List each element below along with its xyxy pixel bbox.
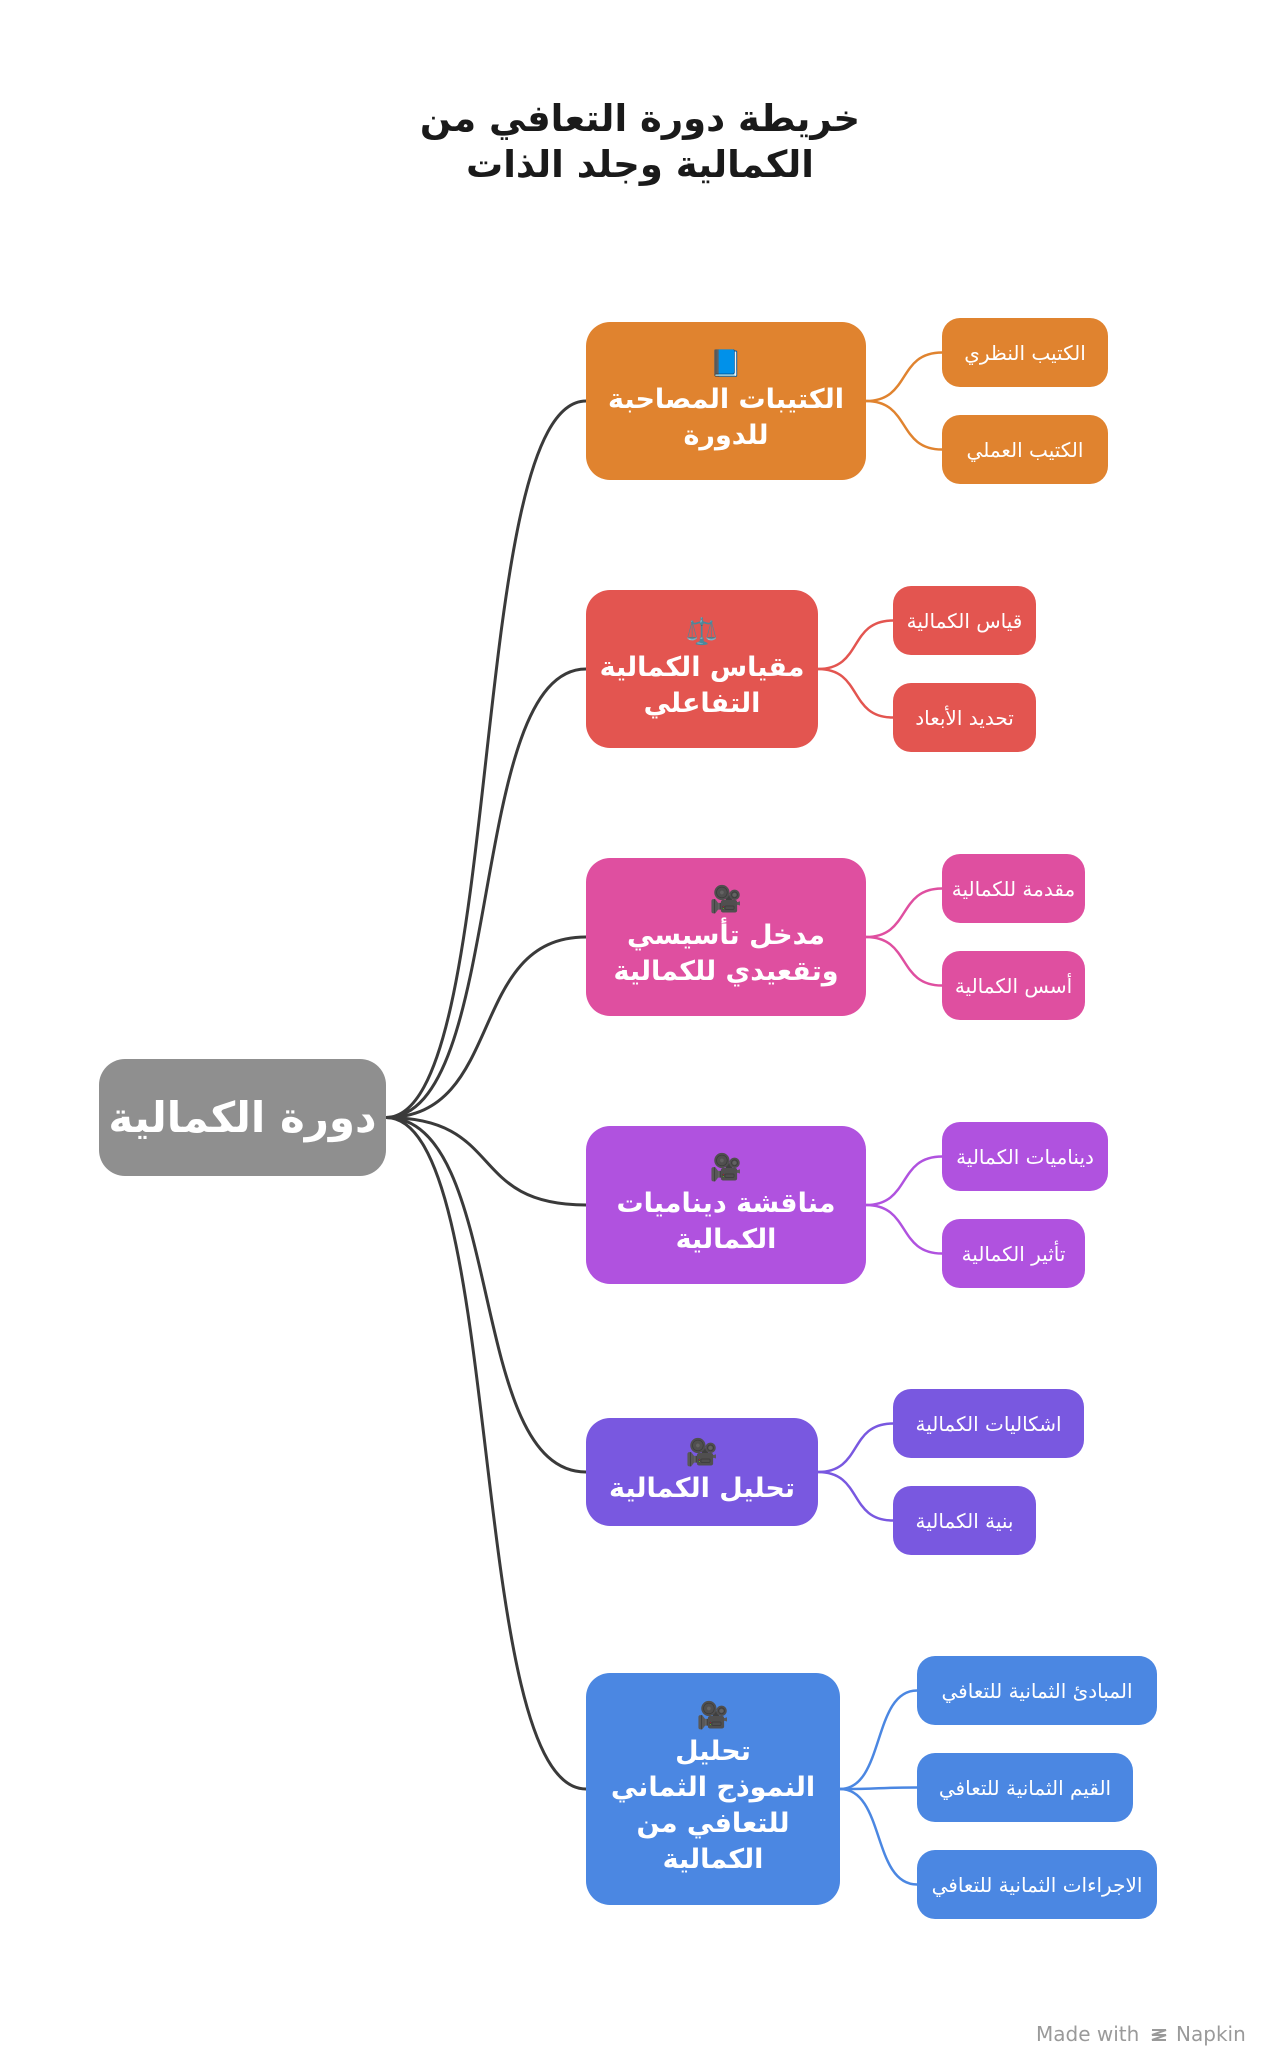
branch-node-1: 📘 الكتيبات المصاحبة للدورة <box>586 322 866 480</box>
branch-leaf-connector <box>865 399 943 451</box>
branch-label-line: الكمالية <box>675 1224 777 1255</box>
branch-leaf-connector <box>839 1787 918 1886</box>
branch-node-4: 🎥 مناقشة ديناميات الكمالية <box>586 1126 866 1284</box>
leaf-node: القيم الثمانية للتعافي <box>917 1753 1133 1822</box>
branch-leaf-connector <box>817 1470 894 1522</box>
branch-label-line: تحليل الكمالية <box>609 1473 796 1504</box>
leaf-node: الكتيب العملي <box>942 415 1108 484</box>
credit-brand: Napkin <box>1176 2022 1246 2046</box>
title-line-2: الكمالية وجلد الذات <box>466 143 814 186</box>
made-with-napkin-credit[interactable]: Made with Napkin <box>1036 2022 1246 2046</box>
root-branch-connector <box>385 667 587 1119</box>
branch-label-line: للدورة <box>683 420 769 451</box>
leaf-node: الاجراءات الثمانية للتعافي <box>917 1850 1157 1919</box>
leaf-node: الكتيب النظري <box>942 318 1108 387</box>
branch-label-line: مدخل تأسيسي <box>627 920 825 951</box>
branch-leaf-connector <box>839 1786 918 1791</box>
root-branch-connector <box>385 399 587 1119</box>
scales-icon: ⚖️ <box>685 617 719 647</box>
branch-node-3: 🎥 مدخل تأسيسي وتقعيدي للكمالية <box>586 858 866 1016</box>
movie-camera-icon: 🎥 <box>709 1153 743 1183</box>
leaf-node: تحديد الأبعاد <box>893 683 1036 752</box>
branch-label-line: الكمالية <box>662 1844 764 1875</box>
page-title: خريطة دورة التعافي من الكمالية وجلد الذا… <box>380 96 900 188</box>
branch-node-6: 🎥 تحليل النموذج الثماني للتعافي من الكمالية <box>586 1673 840 1905</box>
branch-leaf-connector <box>865 887 943 939</box>
branch-label-line: مقياس الكمالية <box>599 652 805 683</box>
leaf-node: اشكاليات الكمالية <box>893 1389 1084 1458</box>
leaf-node: تأثير الكمالية <box>942 1219 1085 1288</box>
movie-camera-icon: 🎥 <box>685 1438 719 1468</box>
branch-leaf-connector <box>817 667 894 719</box>
branch-leaf-connector <box>865 351 943 403</box>
leaf-node: بنية الكمالية <box>893 1486 1036 1555</box>
branch-node-2: ⚖️ مقياس الكمالية التفاعلي <box>586 590 818 748</box>
movie-camera-icon: 🎥 <box>709 885 743 915</box>
branch-label-line: التفاعلي <box>643 688 761 719</box>
movie-camera-icon: 🎥 <box>696 1701 730 1731</box>
branch-label-line: مناقشة ديناميات <box>616 1188 836 1219</box>
napkin-logo-icon <box>1150 2024 1168 2041</box>
branch-label-line: النموذج الثماني <box>610 1772 816 1803</box>
connector-lines <box>385 351 943 1886</box>
leaf-node: المبادئ الثمانية للتعافي <box>917 1656 1157 1725</box>
branch-leaf-connector <box>865 1203 943 1255</box>
root-branch-connector <box>385 1116 587 1207</box>
book-icon: 📘 <box>709 349 743 379</box>
leaf-node: قياس الكمالية <box>893 586 1036 655</box>
branch-label-line: الكتيبات المصاحبة <box>608 384 844 415</box>
root-branch-connector <box>385 1116 587 1474</box>
credit-prefix: Made with <box>1036 2022 1140 2046</box>
leaf-node: أسس الكمالية <box>942 951 1085 1020</box>
branch-leaf-connector <box>865 1155 943 1207</box>
branch-node-5: 🎥 تحليل الكمالية <box>586 1418 818 1526</box>
branch-leaf-connector <box>865 935 943 987</box>
branch-label-line: تحليل <box>675 1736 751 1767</box>
branch-label-line: وتقعيدي للكمالية <box>613 956 839 987</box>
root-branch-connector <box>385 1116 587 1791</box>
leaf-node: ديناميات الكمالية <box>942 1122 1108 1191</box>
branch-leaf-connector <box>839 1689 918 1791</box>
root-node: دورة الكمالية <box>99 1059 386 1176</box>
leaf-node: مقدمة للكمالية <box>942 854 1085 923</box>
root-node-label: دورة الكمالية <box>108 1093 377 1142</box>
branch-label-line: للتعافي من <box>636 1808 790 1839</box>
branch-leaf-connector <box>817 619 894 671</box>
title-line-1: خريطة دورة التعافي من <box>419 97 861 140</box>
branch-leaf-connector <box>817 1422 894 1474</box>
root-branch-connector <box>385 935 587 1119</box>
